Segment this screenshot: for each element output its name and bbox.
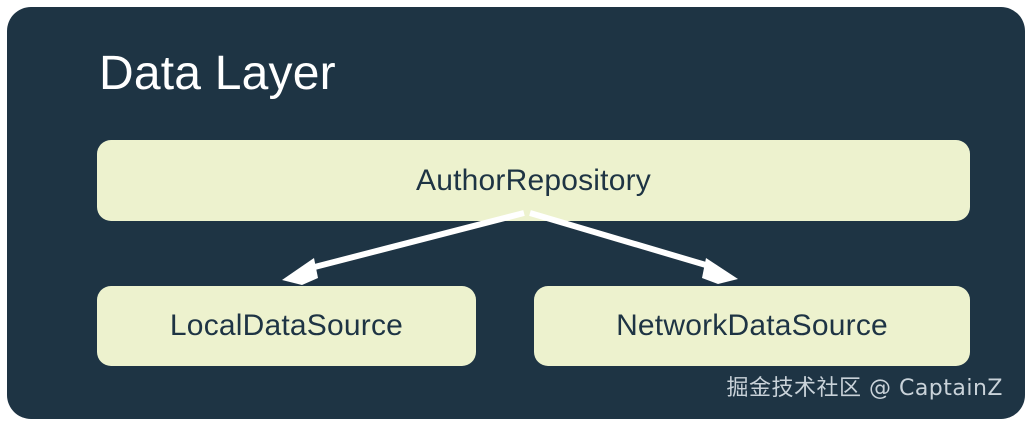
- watermark-text: 掘金技术社区 @ CaptainZ: [726, 376, 1003, 401]
- data-layer-card: Data Layer AuthorRepository LocalDataSou…: [7, 7, 1025, 419]
- page-title: Data Layer: [99, 47, 336, 100]
- node-author-repository[interactable]: AuthorRepository: [97, 140, 970, 221]
- node-local-data-source[interactable]: LocalDataSource: [97, 286, 476, 366]
- node-label: NetworkDataSource: [616, 309, 888, 342]
- node-network-data-source[interactable]: NetworkDataSource: [534, 286, 970, 366]
- node-label: LocalDataSource: [169, 309, 404, 342]
- node-label: AuthorRepository: [416, 163, 651, 197]
